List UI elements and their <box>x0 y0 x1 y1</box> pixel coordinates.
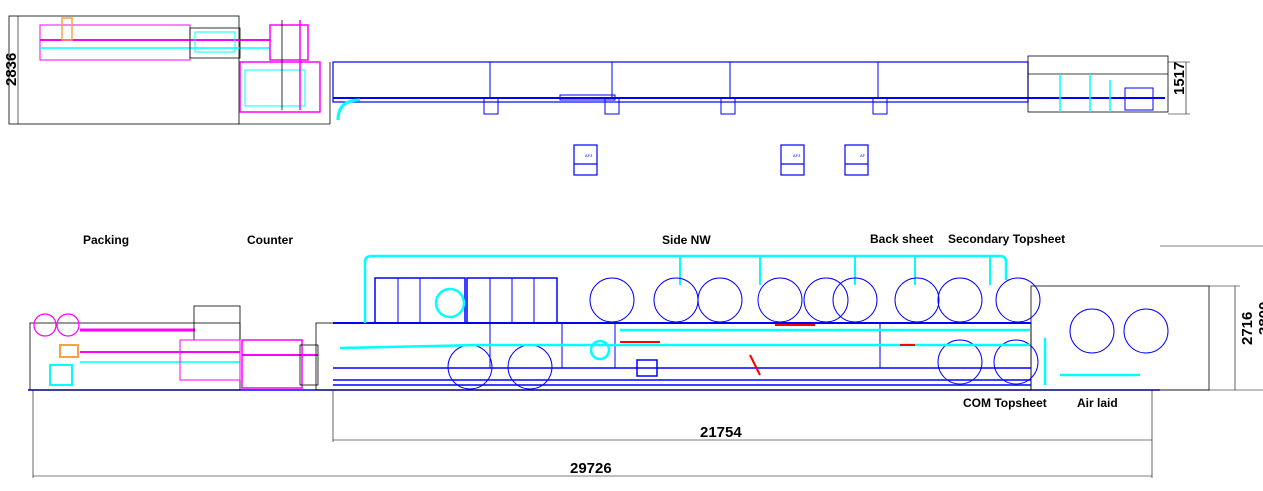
dimension-2716: 2716 <box>1239 312 1256 345</box>
label-back-sheet: Back sheet <box>870 232 933 246</box>
machine-frame-side <box>315 254 1210 391</box>
dimension-21754: 21754 <box>700 424 742 441</box>
label-packing: Packing <box>83 233 129 247</box>
label-secondary-topsheet: Secondary Topsheet <box>948 232 1065 246</box>
dimension-29726: 29726 <box>570 460 612 477</box>
side-view: Packing Counter Side NW Back sheet Secon… <box>28 232 1263 478</box>
dimension-lines <box>32 245 1263 478</box>
packing-unit-top <box>39 17 321 113</box>
dimension-3800: 3800 <box>1256 302 1263 335</box>
af-box: AF3 <box>780 144 805 176</box>
machine-frame-top <box>332 55 1169 121</box>
label-air-laid: Air laid <box>1077 396 1118 410</box>
dimension-1517: 1517 <box>1171 62 1188 95</box>
svg-text:AF: AF <box>860 153 866 158</box>
af-box: AF <box>844 144 869 176</box>
top-view: 2836 1517 <box>3 15 1190 125</box>
label-counter: Counter <box>247 233 293 247</box>
af-box: AF3 <box>573 144 598 176</box>
svg-text:AF3: AF3 <box>793 153 801 158</box>
svg-text:AF3: AF3 <box>585 153 593 158</box>
label-side-nw: Side NW <box>662 233 711 247</box>
top-view-frame <box>8 15 240 125</box>
packing-unit-side <box>29 305 319 391</box>
label-com-topsheet: COM Topsheet <box>963 396 1047 410</box>
dimension-2836: 2836 <box>3 53 20 86</box>
